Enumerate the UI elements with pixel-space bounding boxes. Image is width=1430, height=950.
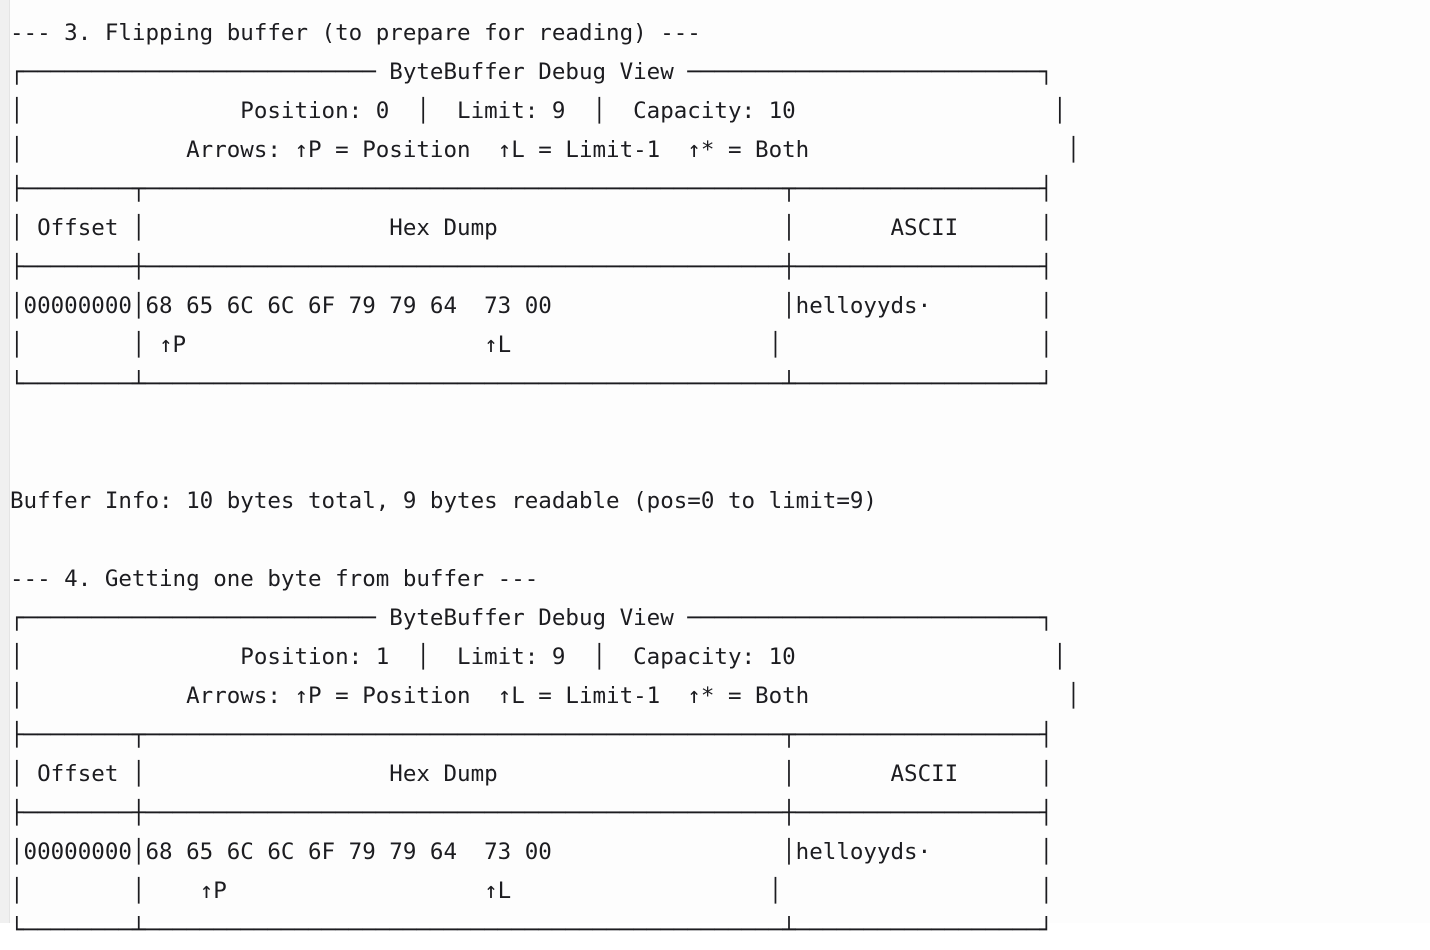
section-3-heading: --- 3. Flipping buffer (to prepare for r… xyxy=(10,20,701,46)
section-4-arrow-row: │ │ ↑P ↑L │ │ xyxy=(10,878,1054,904)
section-4-status-line: │ Position: 1 │ Limit: 9 │ Capacity: 10 … xyxy=(10,644,1067,670)
section-4-panel-top-border: ┌────────────────────────── ByteBuffer D… xyxy=(10,605,1054,631)
section-4-table-divider: ├────────┼──────────────────────────────… xyxy=(10,800,1054,826)
spacer-line-2 xyxy=(10,443,1420,482)
section-4-table-top: ├────────┬──────────────────────────────… xyxy=(10,722,1054,748)
section-3-panel-top-border: ┌────────────────────────── ByteBuffer D… xyxy=(10,59,1054,85)
section-3-table-divider: ├────────┼──────────────────────────────… xyxy=(10,254,1054,280)
section-3-arrow-row: │ │ ↑P ↑L │ │ xyxy=(10,332,1054,358)
section-3-data-row: │00000000│68 65 6C 6C 6F 79 79 64 73 00 … xyxy=(10,293,1054,319)
spacer-line-1 xyxy=(10,404,1420,443)
spacer-line-3 xyxy=(10,521,1420,560)
section-4-legend-line: │ Arrows: ↑P = Position ↑L = Limit-1 ↑* … xyxy=(10,683,1081,709)
console-left-gutter xyxy=(0,0,10,923)
section-3-table-header: │ Offset │ Hex Dump │ ASCII │ xyxy=(10,215,1054,241)
section-3-status-line: │ Position: 0 │ Limit: 9 │ Capacity: 10 … xyxy=(10,98,1067,124)
section-3-table-top: ├────────┬──────────────────────────────… xyxy=(10,176,1054,202)
section-4-heading: --- 4. Getting one byte from buffer --- xyxy=(10,566,539,592)
section-4-table-bottom: └────────┴──────────────────────────────… xyxy=(10,917,1054,943)
section-4-table-header: │ Offset │ Hex Dump │ ASCII │ xyxy=(10,761,1054,787)
section-3-table-bottom: └────────┴──────────────────────────────… xyxy=(10,371,1054,397)
console-output: --- 3. Flipping buffer (to prepare for r… xyxy=(10,0,1420,943)
section-4-data-row: │00000000│68 65 6C 6C 6F 79 79 64 73 00 … xyxy=(10,839,1054,865)
section-3-legend-line: │ Arrows: ↑P = Position ↑L = Limit-1 ↑* … xyxy=(10,137,1081,163)
section-3-footer: Buffer Info: 10 bytes total, 9 bytes rea… xyxy=(10,488,877,514)
